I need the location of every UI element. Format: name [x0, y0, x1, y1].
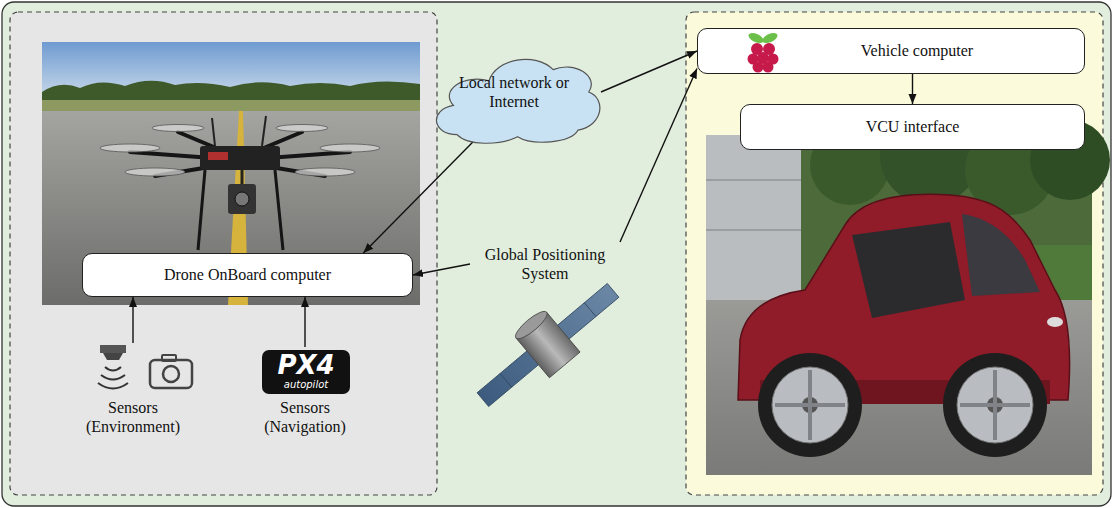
arrow-connector — [912, 74, 913, 104]
node-text: Sensors (Environment) — [81, 398, 185, 436]
photo-ground — [42, 42, 420, 305]
wheel-spokes — [775, 370, 1030, 440]
antenna — [262, 116, 266, 146]
arrow-connector — [363, 140, 474, 253]
sound-wave — [98, 383, 128, 389]
drone-photo — [42, 42, 420, 305]
panel-grid — [500, 373, 512, 387]
car-wheel — [943, 353, 1047, 457]
logo-text: PX4 — [262, 351, 350, 379]
sound-wave — [105, 367, 121, 371]
logo-berry — [763, 62, 774, 73]
runway — [42, 111, 420, 305]
camera-body — [150, 360, 192, 388]
car-door-opening — [852, 222, 965, 318]
process-box: VCU interface — [740, 104, 1085, 150]
camera-icon — [150, 355, 192, 388]
drone-panel — [10, 12, 437, 495]
rotor — [100, 144, 160, 152]
landing-leg — [198, 170, 205, 250]
logo-leaf — [761, 31, 779, 45]
rotor — [276, 125, 328, 132]
arrow-connector — [304, 297, 305, 347]
landing-leg — [275, 170, 283, 250]
drone-arm — [130, 152, 240, 160]
wheel-rim — [772, 367, 848, 443]
arrow-connector — [413, 264, 470, 275]
logo-text: autopilot — [262, 379, 350, 391]
cloud-outline — [436, 59, 599, 143]
sensor-group: Sensors (Environment) — [78, 343, 188, 438]
rotor — [152, 125, 204, 132]
spoke — [960, 403, 1030, 407]
gimbal-mount — [241, 170, 244, 184]
sensor-head — [103, 353, 123, 360]
building-line — [706, 229, 801, 231]
car-window — [962, 214, 1040, 296]
building-line — [706, 179, 801, 181]
solar-panel — [477, 283, 619, 406]
drone-rotors — [100, 125, 380, 177]
camera-lens — [235, 192, 249, 206]
spoke — [775, 403, 845, 407]
satellite — [462, 266, 630, 420]
panel-grid — [584, 303, 596, 317]
node-text: VCU interface — [866, 117, 960, 136]
grass-strip — [42, 100, 420, 112]
cloud-shape — [425, 36, 603, 148]
ultrasonic-sensor-icon — [98, 345, 128, 389]
rotor — [320, 144, 380, 152]
arrow-connector — [620, 68, 697, 242]
vehicle-panel — [686, 12, 1103, 495]
px4-logo — [262, 350, 350, 394]
antenna — [212, 118, 215, 146]
sensor-body — [100, 345, 126, 353]
process-box: Drone OnBoard computer — [82, 253, 413, 297]
network-cloud: Local network or Internet — [425, 36, 603, 148]
sound-wave — [101, 375, 125, 380]
gimbal-camera — [228, 184, 256, 214]
node-text: Sensors (Navigation) — [253, 398, 357, 436]
car-wheel — [758, 353, 862, 457]
node-text: Vehicle computer — [861, 41, 973, 60]
satellite-top — [512, 308, 550, 343]
rotor — [125, 168, 185, 176]
logo-berry — [753, 62, 764, 73]
node-text: Drone OnBoard computer — [164, 265, 331, 284]
arrow-connector — [601, 51, 697, 92]
logo-leaf — [747, 31, 765, 45]
camera-lens — [163, 366, 179, 382]
gps-label-node: Global Positioning System — [470, 242, 620, 286]
node-text: Global Positioning System — [475, 245, 615, 283]
drone-body — [200, 146, 280, 170]
wheel-rim — [957, 367, 1033, 443]
arrow-connector — [132, 297, 133, 343]
node-text: Local network or Internet — [458, 73, 570, 111]
car-headlight — [1047, 317, 1063, 327]
car-photo — [706, 105, 1110, 475]
drone-part — [208, 152, 228, 160]
rotor — [295, 168, 355, 176]
raspberry-pi-logo — [745, 30, 781, 74]
